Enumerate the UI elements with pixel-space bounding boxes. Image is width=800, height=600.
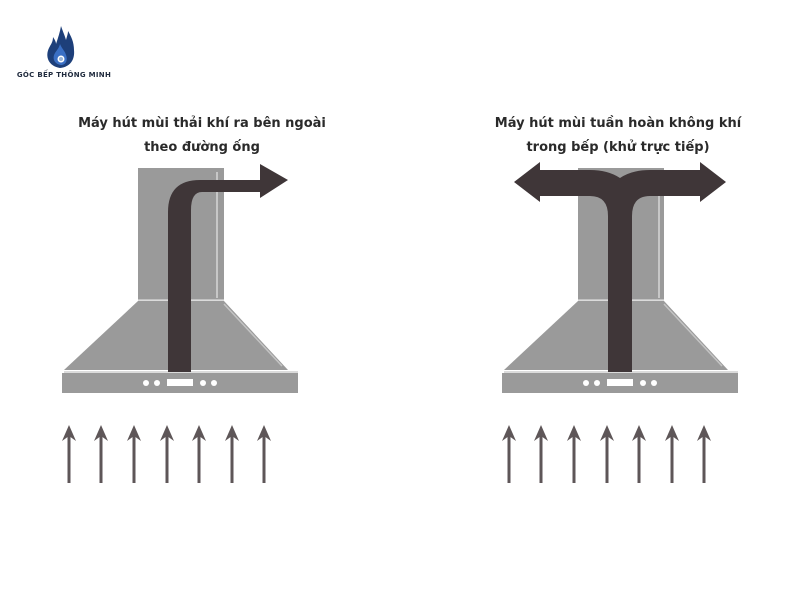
recirculating-hood-diagram: [502, 162, 738, 393]
caption-recirculating-line1: Máy hút mùi tuần hoàn không khí: [494, 116, 742, 131]
up-arrow-icon: [600, 425, 614, 483]
rising-air-arrows-left: [62, 425, 271, 483]
up-arrow-icon: [94, 425, 108, 483]
flame-drop-icon: [47, 26, 75, 68]
up-arrow-icon: [257, 425, 271, 483]
up-arrow-icon: [225, 425, 239, 483]
ducted-hood-diagram: [62, 164, 298, 393]
up-arrow-icon: [62, 425, 76, 483]
brand-name: GÓC BẾP THÔNG MINH: [16, 71, 112, 79]
exhaust-flow-arrow-icon: [168, 164, 288, 372]
caption-ducted: Máy hút mùi thải khí ra bên ngoài theo đ…: [52, 112, 352, 160]
up-arrow-icon: [192, 425, 206, 483]
up-arrow-icon: [160, 425, 174, 483]
caption-recirculating-line2: trong bếp (khử trực tiếp): [526, 140, 710, 155]
up-arrow-icon: [697, 425, 711, 483]
caption-recirculating: Máy hút mùi tuần hoàn không khí trong bế…: [490, 112, 746, 160]
brand-logo: GÓC BẾP THÔNG MINH: [4, 22, 124, 92]
up-arrow-icon: [665, 425, 679, 483]
rising-air-arrows-right: [502, 425, 711, 483]
up-arrow-icon: [502, 425, 516, 483]
caption-ducted-line1: Máy hút mùi thải khí ra bên ngoài: [78, 116, 326, 131]
up-arrow-icon: [567, 425, 581, 483]
up-arrow-icon: [632, 425, 646, 483]
up-arrow-icon: [127, 425, 141, 483]
up-arrow-icon: [534, 425, 548, 483]
recirculation-flow-arrow-icon: [514, 162, 726, 372]
caption-ducted-line2: theo đường ống: [144, 140, 260, 155]
